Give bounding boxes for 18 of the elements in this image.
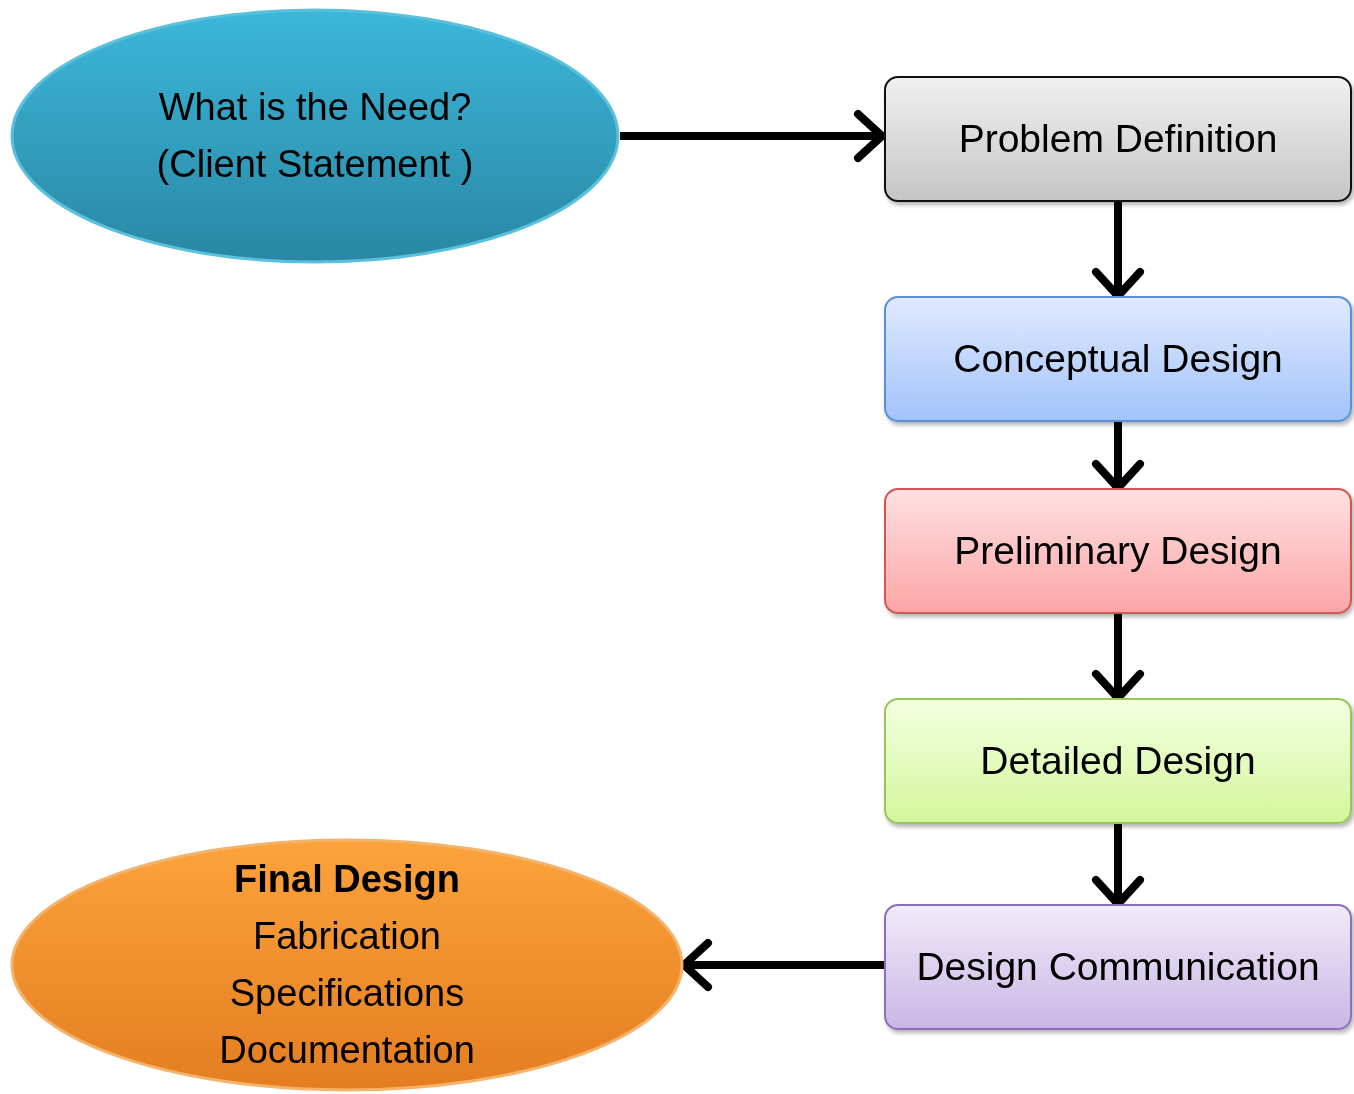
ellipse-node [10, 8, 620, 264]
process-box [884, 698, 1352, 824]
step-label: Preliminary Design [954, 527, 1282, 574]
arrow [620, 110, 886, 162]
process-box [884, 904, 1352, 1030]
process-box [884, 488, 1352, 614]
process-box [884, 296, 1352, 422]
ellipse-label: Fabrication [253, 914, 441, 959]
step-label: Conceptual Design [953, 335, 1283, 382]
step-label: Design Communication [916, 943, 1320, 990]
ellipse-label: What is the Need? (Client Statement ) [155, 85, 475, 187]
ellipse-label: Final Design [234, 857, 460, 902]
ellipse-label: Documentation [219, 1028, 475, 1073]
step-label: Detailed Design [980, 737, 1256, 784]
step-label: Problem Definition [958, 115, 1278, 162]
ellipse-label: Specifications [229, 971, 465, 1016]
process-box [884, 76, 1352, 202]
ellipse-node [10, 838, 684, 1092]
